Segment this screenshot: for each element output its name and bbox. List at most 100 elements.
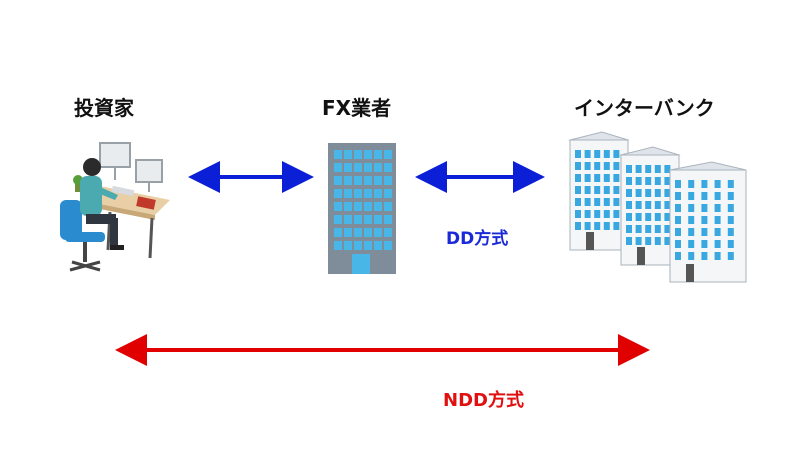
window <box>613 186 620 194</box>
window <box>626 237 632 245</box>
window <box>664 177 671 185</box>
window <box>714 180 721 188</box>
window <box>635 177 642 185</box>
window <box>688 252 695 260</box>
window <box>701 252 708 260</box>
window <box>354 150 362 159</box>
window <box>701 216 708 224</box>
door <box>637 247 645 265</box>
window <box>613 222 620 230</box>
window <box>364 202 372 211</box>
window <box>594 198 601 206</box>
window <box>344 189 352 198</box>
window <box>664 189 671 197</box>
window <box>645 177 652 185</box>
window <box>594 222 601 230</box>
window <box>603 150 610 158</box>
window <box>654 165 661 173</box>
window <box>364 215 372 224</box>
bank-tower <box>669 161 747 283</box>
window <box>727 240 734 248</box>
window <box>654 213 661 221</box>
window <box>575 210 581 218</box>
window <box>374 228 382 237</box>
investor-label: 投資家 <box>74 96 134 120</box>
window <box>594 174 601 182</box>
window <box>334 176 342 185</box>
window <box>354 202 362 211</box>
window <box>675 192 681 200</box>
window <box>714 252 721 260</box>
window <box>664 201 671 209</box>
window <box>675 240 681 248</box>
window <box>664 225 671 233</box>
window <box>344 215 352 224</box>
window <box>645 237 652 245</box>
ndd-method-label: NDD方式 <box>443 390 524 411</box>
window <box>374 176 382 185</box>
window <box>384 215 392 224</box>
window <box>688 180 695 188</box>
window <box>384 241 392 250</box>
window <box>384 228 392 237</box>
window <box>594 186 601 194</box>
window <box>374 202 382 211</box>
window <box>645 189 652 197</box>
window <box>575 162 581 170</box>
window <box>613 162 620 170</box>
window <box>344 150 352 159</box>
window <box>654 189 661 197</box>
door <box>686 264 694 282</box>
window <box>334 215 342 224</box>
window <box>626 165 632 173</box>
window <box>727 252 734 260</box>
window <box>584 222 591 230</box>
window <box>688 192 695 200</box>
window <box>584 186 591 194</box>
office-building-icon <box>328 143 396 274</box>
window <box>727 204 734 212</box>
window <box>575 150 581 158</box>
window <box>364 163 372 172</box>
window <box>626 201 632 209</box>
window <box>701 192 708 200</box>
dd-method-label: DD方式 <box>446 229 509 249</box>
window <box>675 204 681 212</box>
window <box>654 177 661 185</box>
window <box>645 201 652 209</box>
window <box>626 189 632 197</box>
window <box>613 150 620 158</box>
window <box>344 228 352 237</box>
window <box>635 165 642 173</box>
window <box>635 201 642 209</box>
window <box>384 189 392 198</box>
window <box>613 174 620 182</box>
window <box>654 225 661 233</box>
window <box>675 216 681 224</box>
window <box>603 198 610 206</box>
window <box>635 213 642 221</box>
window <box>688 240 695 248</box>
window <box>364 176 372 185</box>
window <box>374 215 382 224</box>
window <box>344 241 352 250</box>
window <box>374 163 382 172</box>
window <box>654 201 661 209</box>
window <box>688 228 695 236</box>
window <box>664 213 671 221</box>
window <box>701 228 708 236</box>
window <box>727 216 734 224</box>
window <box>645 165 652 173</box>
window <box>584 150 591 158</box>
window <box>701 204 708 212</box>
fx-broker-label: FX業者 <box>322 96 392 120</box>
window <box>635 189 642 197</box>
window <box>575 174 581 182</box>
window <box>635 225 642 233</box>
window <box>354 215 362 224</box>
window <box>675 252 681 260</box>
window <box>584 210 591 218</box>
window <box>603 222 610 230</box>
window <box>374 150 382 159</box>
window <box>334 150 342 159</box>
